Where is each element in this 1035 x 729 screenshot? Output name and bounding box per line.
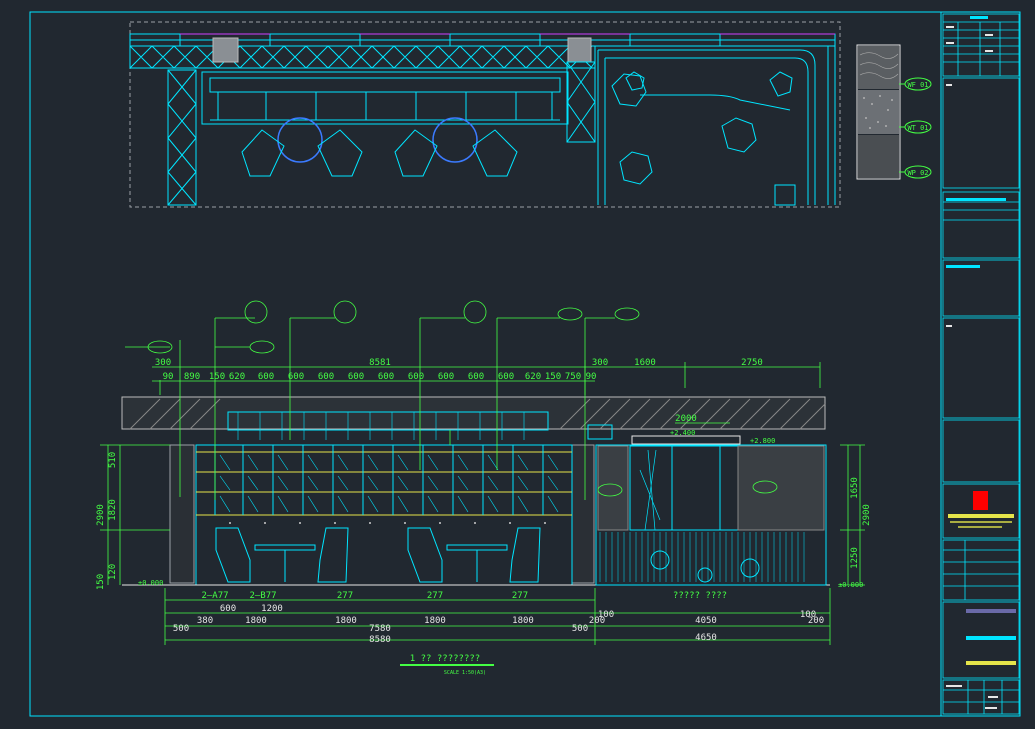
mid-dimension: 2000 [675,414,697,424]
svg-text:1800: 1800 [424,616,446,626]
level-markers: ±0.000 ±0.000 +2.400 +2.800 [138,429,863,589]
title-text: 1 ?? ???????? [410,654,480,664]
svg-text:277: 277 [427,591,443,601]
elevation-view[interactable] [121,396,830,586]
svg-text:120: 120 [108,564,118,580]
svg-text:90: 90 [163,372,174,382]
legend-tag-1: WF 01 [899,77,932,91]
svg-text:1800: 1800 [245,616,267,626]
svg-text:±0.000: ±0.000 [838,581,863,589]
sub-dimensions: 90 890 150 620 600 600 600 600 600 600 6… [163,372,597,382]
material-legend[interactable]: WF 01 WT 01 WP 02 [856,44,932,180]
svg-text:600: 600 [378,372,394,382]
svg-text:2—A77: 2—A77 [201,591,228,601]
svg-text:1820: 1820 [108,499,118,521]
bottom-tags: 2—A77 2—B77 277 277 277 ????? ???? [201,591,727,601]
title-block-fills [946,16,1016,709]
svg-text:500: 500 [572,624,588,634]
left-dimensions: 510 1820 2900 120 150 [96,452,118,590]
right-dimensions: 1650 2900 1250 [850,477,872,569]
svg-text:277: 277 [512,591,528,601]
svg-text:1650: 1650 [850,477,860,499]
svg-text:510: 510 [108,452,118,468]
svg-text:620: 620 [525,372,541,382]
svg-text:8581: 8581 [369,358,391,368]
svg-text:4650: 4650 [695,633,717,643]
svg-text:2750: 2750 [741,358,763,368]
svg-text:200: 200 [589,616,605,626]
svg-text:500: 500 [173,624,189,634]
legend-tag-1-label: WF 01 [907,81,928,89]
svg-text:1250: 1250 [850,547,860,569]
svg-text:150: 150 [96,574,106,590]
svg-text:750: 750 [565,372,581,382]
svg-text:100: 100 [800,610,816,620]
svg-text:2900: 2900 [96,504,106,526]
svg-text:300: 300 [155,358,171,368]
scale-text: SCALE 1:50(A3) [444,670,486,676]
dimension-lines[interactable] [100,300,865,645]
svg-text:90: 90 [586,372,597,382]
bottom-dimensions: 600 1200 500 380 1800 1800 1800 1800 500… [173,604,824,645]
svg-text:+2.800: +2.800 [750,437,775,445]
svg-text:600: 600 [348,372,364,382]
svg-text:+2.400: +2.400 [670,429,695,437]
svg-text:600: 600 [220,604,236,614]
svg-text:????? ????: ????? ???? [673,591,727,601]
svg-text:600: 600 [438,372,454,382]
svg-text:100: 100 [598,610,614,620]
svg-text:380: 380 [197,616,213,626]
svg-text:1600: 1600 [634,358,656,368]
title-block[interactable] [942,13,1020,715]
svg-text:890: 890 [184,372,200,382]
drawing-title: 1 ?? ???????? SCALE 1:50(A3) [400,654,494,676]
plan-view[interactable] [129,21,841,208]
svg-text:8580: 8580 [369,635,391,645]
svg-text:4050: 4050 [695,616,717,626]
outer-frame [29,11,1021,717]
legend-tag-2-label: WT 01 [907,124,928,132]
svg-text:600: 600 [318,372,334,382]
svg-text:600: 600 [288,372,304,382]
svg-text:600: 600 [468,372,484,382]
svg-text:300: 300 [592,358,608,368]
legend-tag-3: WP 02 [899,165,932,179]
svg-text:1800: 1800 [335,616,357,626]
svg-text:7580: 7580 [369,624,391,634]
svg-text:1800: 1800 [512,616,534,626]
svg-text:600: 600 [498,372,514,382]
legend-tag-3-label: WP 02 [907,169,928,177]
svg-text:277: 277 [337,591,353,601]
svg-text:2900: 2900 [862,504,872,526]
legend-tag-2: WT 01 [899,120,932,134]
svg-text:600: 600 [408,372,424,382]
svg-text:2—B77: 2—B77 [249,591,276,601]
svg-text:1200: 1200 [261,604,283,614]
svg-text:150: 150 [545,372,561,382]
svg-text:600: 600 [258,372,274,382]
svg-text:150: 150 [209,372,225,382]
top-dimensions: 300 8581 300 1600 2750 [155,358,763,368]
svg-text:±0.000: ±0.000 [138,579,163,587]
svg-text:200: 200 [808,616,824,626]
company-logo [973,491,988,510]
svg-text:620: 620 [229,372,245,382]
